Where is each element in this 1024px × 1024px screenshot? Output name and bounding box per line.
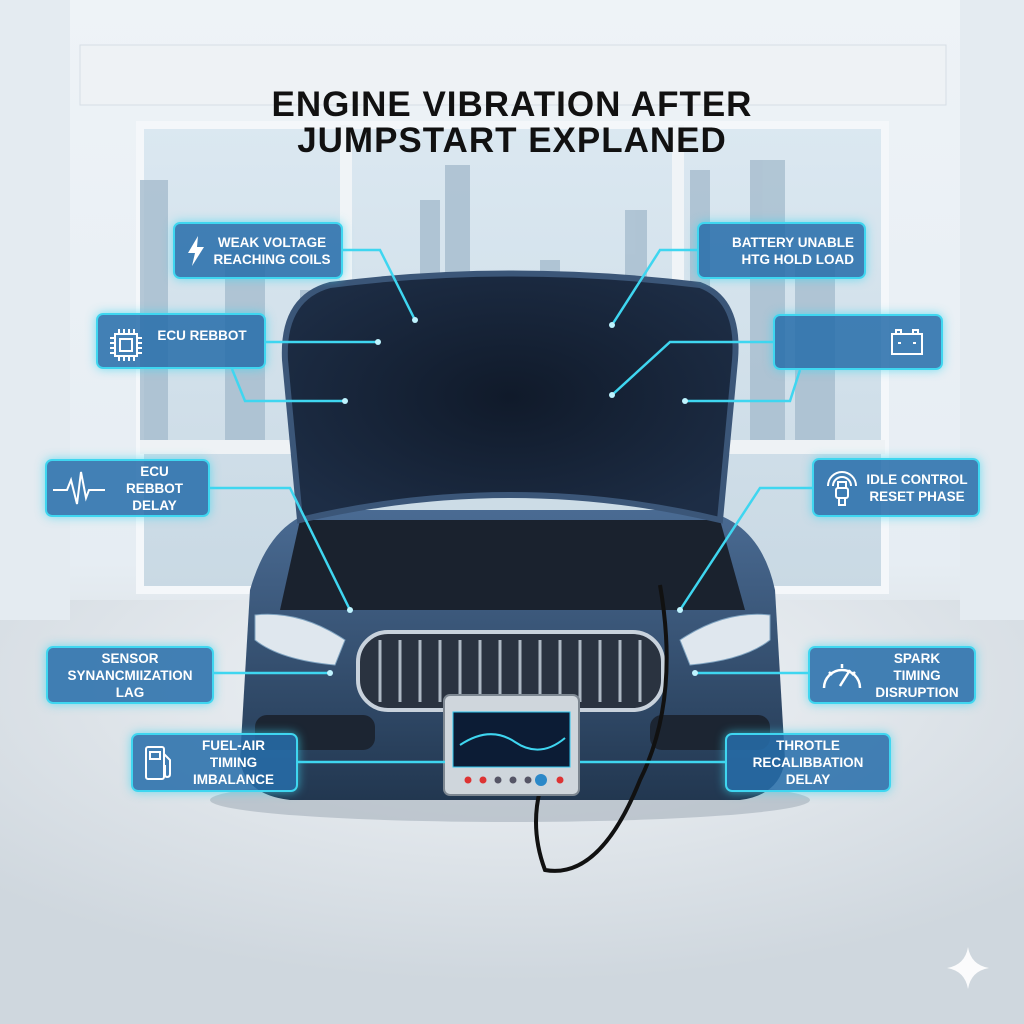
connector-lines xyxy=(210,248,812,764)
fuel-pump-icon xyxy=(145,745,171,780)
label-text: BATTERY UNABLE HTG HOLD LOAD xyxy=(731,234,854,267)
grille-slats xyxy=(378,640,642,702)
label-weak-voltage: WEAK VOLTAGE REACHING COILS xyxy=(173,222,343,279)
label-spark-timing: SPARK TIMING DISRUPTION xyxy=(808,646,976,704)
label-text: FUEL-AIR TIMING IMBALANCE xyxy=(193,738,274,787)
label-idle-control: IDLE CONTROL RESET PHASE xyxy=(812,458,980,517)
label-text: ECU REBBOT xyxy=(157,328,247,343)
page-title-line2: JUMPSTART EXPLANED xyxy=(297,121,727,160)
battery-icon xyxy=(891,329,923,355)
headlight-left xyxy=(254,613,346,666)
chip-icon xyxy=(110,329,142,361)
pulse-icon xyxy=(53,471,105,505)
label-throttle: THROTLE RECALIBBATION DELAY xyxy=(725,733,891,792)
label-text: WEAK VOLTAGE REACHING COILS xyxy=(213,234,331,267)
label-battery-icon-box xyxy=(773,314,943,370)
label-text: THROTLE RECALIBBATION DELAY xyxy=(752,738,864,787)
label-text: SPARK TIMING DISRUPTION xyxy=(875,650,959,700)
gauge-icon xyxy=(822,664,862,689)
label-ecu-reboot-delay: ECU REBBOT DELAY xyxy=(45,459,210,517)
lightning-bolt-icon xyxy=(188,235,204,266)
label-battery-unable: BATTERY UNABLE HTG HOLD LOAD xyxy=(697,222,866,279)
diagnostic-cable xyxy=(534,584,669,873)
open-hood xyxy=(281,270,739,524)
page-title-line1: ENGINE VIBRATION AFTER xyxy=(271,85,753,124)
diagnostic-tool xyxy=(443,694,580,796)
label-fuel-air: FUEL-AIR TIMING IMBALANCE xyxy=(131,733,298,792)
label-sensor-sync: SENSOR SYNANCMIIZATION LAG xyxy=(46,646,214,704)
label-text: IDLE CONTROL RESET PHASE xyxy=(866,471,968,504)
engine-bay xyxy=(280,520,745,610)
headlight-right xyxy=(679,613,771,666)
connector-dots xyxy=(327,317,698,676)
label-ecu-reboot: ECU REBBOT xyxy=(96,313,266,369)
sparkle-watermark-icon xyxy=(947,947,989,989)
label-text: SENSOR SYNANCMIIZATION LAG xyxy=(67,650,193,700)
spark-plug-icon xyxy=(827,470,857,506)
window-shade xyxy=(79,44,947,106)
label-text: ECU REBBOT DELAY xyxy=(126,463,183,513)
